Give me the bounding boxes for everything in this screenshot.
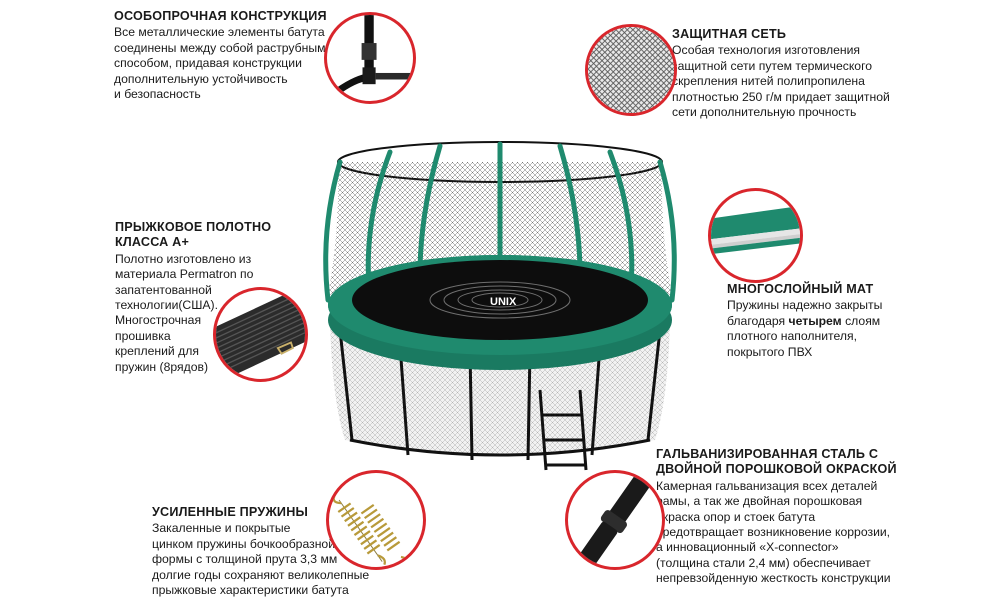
- feature-text: Все металлические элементы батута соедин…: [114, 25, 326, 102]
- construction-pole-image: [324, 12, 416, 104]
- pad-layers-image: [708, 188, 803, 283]
- feature-text-bold: четырем: [788, 313, 842, 328]
- feature-net: ЗАЩИТНАЯ СЕТЬ Особая технология изготовл…: [672, 27, 902, 120]
- feature-title: МНОГОСЛОЙНЫЙ МАТ: [727, 282, 874, 296]
- net-closeup-image: [585, 24, 677, 116]
- feature-title: ОСОБОПРОЧНАЯ КОНСТРУКЦИЯ: [114, 9, 327, 23]
- feature-construction: ОСОБОПРОЧНАЯ КОНСТРУКЦИЯ Все металлическ…: [114, 9, 344, 102]
- feature-pad: МНОГОСЛОЙНЫЙ МАТ Пружины надежно закрыты…: [727, 282, 902, 360]
- jump-mat-image: [213, 287, 308, 382]
- feature-text: Камерная гальванизация всех деталей рамы…: [656, 478, 891, 586]
- feature-title: ГАЛЬВАНИЗИРОВАННАЯ СТАЛЬ С ДВОЙНОЙ ПОРОШ…: [656, 447, 897, 477]
- feature-text: Пружины надежно закрыты благодаря четыре…: [727, 298, 902, 360]
- feature-text-part: слоям плотного наполнителя, покрытого ПВ…: [727, 313, 881, 359]
- feature-springs: УСИЛЕННЫЕ ПРУЖИНЫ Закаленные и покрытые …: [152, 505, 382, 598]
- trampoline-illustration: UNIX: [323, 141, 677, 471]
- feature-steel: ГАЛЬВАНИЗИРОВАННАЯ СТАЛЬ С ДВОЙНОЙ ПОРОШ…: [656, 447, 906, 587]
- feature-title: ЗАЩИТНАЯ СЕТЬ: [672, 27, 787, 41]
- feature-title: УСИЛЕННЫЕ ПРУЖИНЫ: [152, 505, 309, 519]
- feature-text: Закаленные и покрытые цинком пружины боч…: [152, 521, 370, 598]
- feature-text: Полотно изготовлено из материала Permatr…: [115, 251, 254, 374]
- trampoline-logo: UNIX: [490, 296, 517, 308]
- feature-text: Особая технология изготовления защитной …: [672, 43, 890, 120]
- feature-title: ПРЫЖКОВОЕ ПОЛОТНО КЛАССА А+: [115, 220, 272, 250]
- springs-image: [326, 470, 426, 570]
- feature-text-part: Пружины надежно закрыты благодаря: [727, 298, 883, 328]
- feature-mat: ПРЫЖКОВОЕ ПОЛОТНО КЛАССА А+ Полотно изго…: [115, 220, 285, 375]
- steel-connector-image: [565, 470, 665, 570]
